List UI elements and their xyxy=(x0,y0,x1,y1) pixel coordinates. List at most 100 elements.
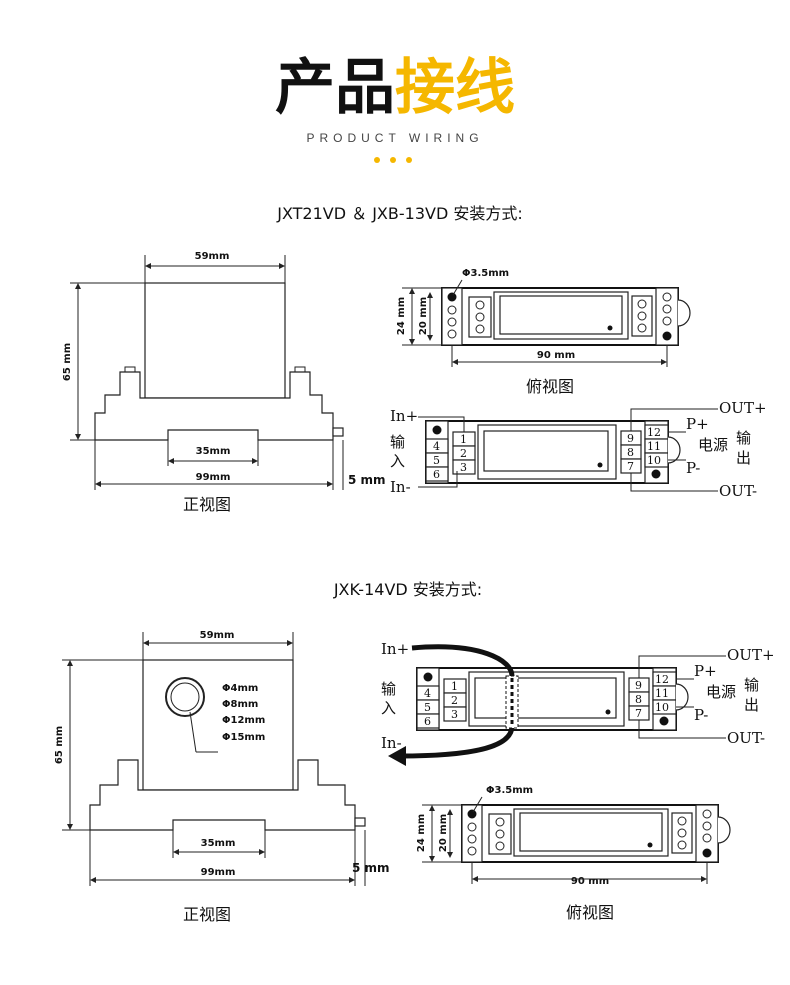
label-in-minus: In- xyxy=(381,734,402,752)
dim-width-base: 99mm xyxy=(196,472,231,483)
screw-icon xyxy=(447,329,457,339)
label-input: 输 xyxy=(390,433,405,451)
terminal-number: 5 xyxy=(433,454,440,467)
section1-heading: JXT21VD ＆ JXB-13VD 安装方式: xyxy=(276,204,523,223)
hole-size: Φ12mm xyxy=(222,715,265,726)
terminal-number: 2 xyxy=(451,694,458,707)
label-power: 电源 xyxy=(698,436,728,454)
display-window xyxy=(474,677,617,719)
label-power-plus: P+ xyxy=(686,415,709,433)
mount-hole xyxy=(432,425,442,435)
terminal-number: 3 xyxy=(451,708,458,721)
terminal-number: 8 xyxy=(627,446,634,459)
dim-rail: 35mm xyxy=(196,446,231,457)
dim-width-top: 59mm xyxy=(200,630,235,641)
label-out-minus: OUT- xyxy=(719,482,757,500)
hole-size: Φ15mm xyxy=(222,732,265,743)
terminal-number: 10 xyxy=(647,454,661,467)
label-power-plus: P+ xyxy=(694,662,717,680)
dim-rail: 35mm xyxy=(201,838,236,849)
screw-icon xyxy=(467,846,477,856)
terminal-cell xyxy=(452,459,476,475)
section1-front-view: 59mm 65 mm 35mm 99mm 5 mm 正视图 xyxy=(62,251,386,514)
dim-width-top: 59mm xyxy=(195,251,230,262)
screw-icon xyxy=(677,816,687,826)
screw-icon xyxy=(495,841,505,851)
hole-size: Φ4mm xyxy=(222,683,258,694)
label-out-plus: OUT+ xyxy=(719,399,767,417)
connector xyxy=(671,812,693,854)
dim-height-outer: 24 mm xyxy=(416,814,427,852)
label-out-minus: OUT- xyxy=(727,729,765,747)
screw-icon xyxy=(662,316,672,326)
din-base xyxy=(94,371,334,441)
section2-front-view: 59mm Φ4mm Φ8mm Φ12mm Φ15mm 65 mm 35mm 99… xyxy=(54,630,390,924)
screw-icon xyxy=(637,323,647,333)
screw-icon xyxy=(475,312,485,322)
terminal-number: 9 xyxy=(627,432,634,445)
label-input: 输 xyxy=(381,680,396,698)
top-view-caption: 俯视图 xyxy=(526,377,574,396)
screw-icon xyxy=(447,305,457,315)
front-view-caption: 正视图 xyxy=(183,495,231,514)
dim-height: 65 mm xyxy=(54,726,65,764)
out-plus-wire xyxy=(638,655,726,678)
screw-icon xyxy=(662,292,672,302)
terminal-number: 1 xyxy=(451,680,458,693)
mount-hole xyxy=(447,292,457,302)
release-clip xyxy=(677,299,691,327)
section2-wiring-view: 456123987121110In+In-输入OUT+OUT-P+P-电源输出 xyxy=(381,640,775,752)
power-wire xyxy=(668,431,686,461)
terminal-number: 6 xyxy=(433,468,440,481)
screw-icon xyxy=(447,317,457,327)
dim-width-base: 99mm xyxy=(201,867,236,878)
dim-pin: 5 mm xyxy=(348,473,386,487)
screw-icon xyxy=(677,828,687,838)
terminal-number: 7 xyxy=(627,460,634,473)
dim-height-inner: 20 mm xyxy=(418,297,429,335)
mount-hole xyxy=(651,469,661,479)
dim-hole: Φ3.5mm xyxy=(486,785,533,796)
page-subtitle: PRODUCT WIRING xyxy=(306,131,483,145)
screw-icon xyxy=(467,822,477,832)
terminal-number: 11 xyxy=(647,440,661,453)
label-output: 出 xyxy=(736,449,751,467)
display-window xyxy=(499,295,623,335)
module-body xyxy=(142,659,294,791)
section2-top-view: Φ3.5mm 24 mm 20 mm 90 mm 俯视图 xyxy=(416,785,731,922)
din-base xyxy=(89,759,356,831)
mount-hole xyxy=(662,331,672,341)
label-output: 输 xyxy=(736,429,751,447)
terminal-number: 12 xyxy=(655,673,669,686)
front-view-caption: 正视图 xyxy=(183,905,231,924)
terminal-number: 3 xyxy=(460,461,467,474)
label-input: 入 xyxy=(381,699,396,717)
terminal-number: 2 xyxy=(460,447,467,460)
terminal-cell xyxy=(443,706,467,722)
release-clip xyxy=(667,436,681,464)
screw-icon xyxy=(662,304,672,314)
screw-icon xyxy=(702,809,712,819)
screw-icon xyxy=(467,834,477,844)
terminal-number: 4 xyxy=(433,440,440,453)
connector xyxy=(631,295,653,337)
terminal-cell xyxy=(416,713,440,729)
dim-height-outer: 24 mm xyxy=(396,297,407,335)
display-window xyxy=(519,812,663,852)
connector xyxy=(468,296,492,338)
label-in-minus: In- xyxy=(390,478,411,496)
hole-size: Φ8mm xyxy=(222,699,258,710)
release-clip xyxy=(675,683,689,711)
terminal-number: 1 xyxy=(460,433,467,446)
screw-icon xyxy=(702,821,712,831)
through-hole xyxy=(165,677,205,717)
dim-pin: 5 mm xyxy=(352,861,390,875)
mount-hole xyxy=(423,672,433,682)
out-plus-wire xyxy=(630,408,718,431)
terminal-number: 5 xyxy=(424,701,431,714)
mount-hole xyxy=(702,848,712,858)
screw-icon xyxy=(702,833,712,843)
screw-icon xyxy=(637,311,647,321)
mount-hole xyxy=(659,716,669,726)
dim-length: 90 mm xyxy=(537,350,575,361)
